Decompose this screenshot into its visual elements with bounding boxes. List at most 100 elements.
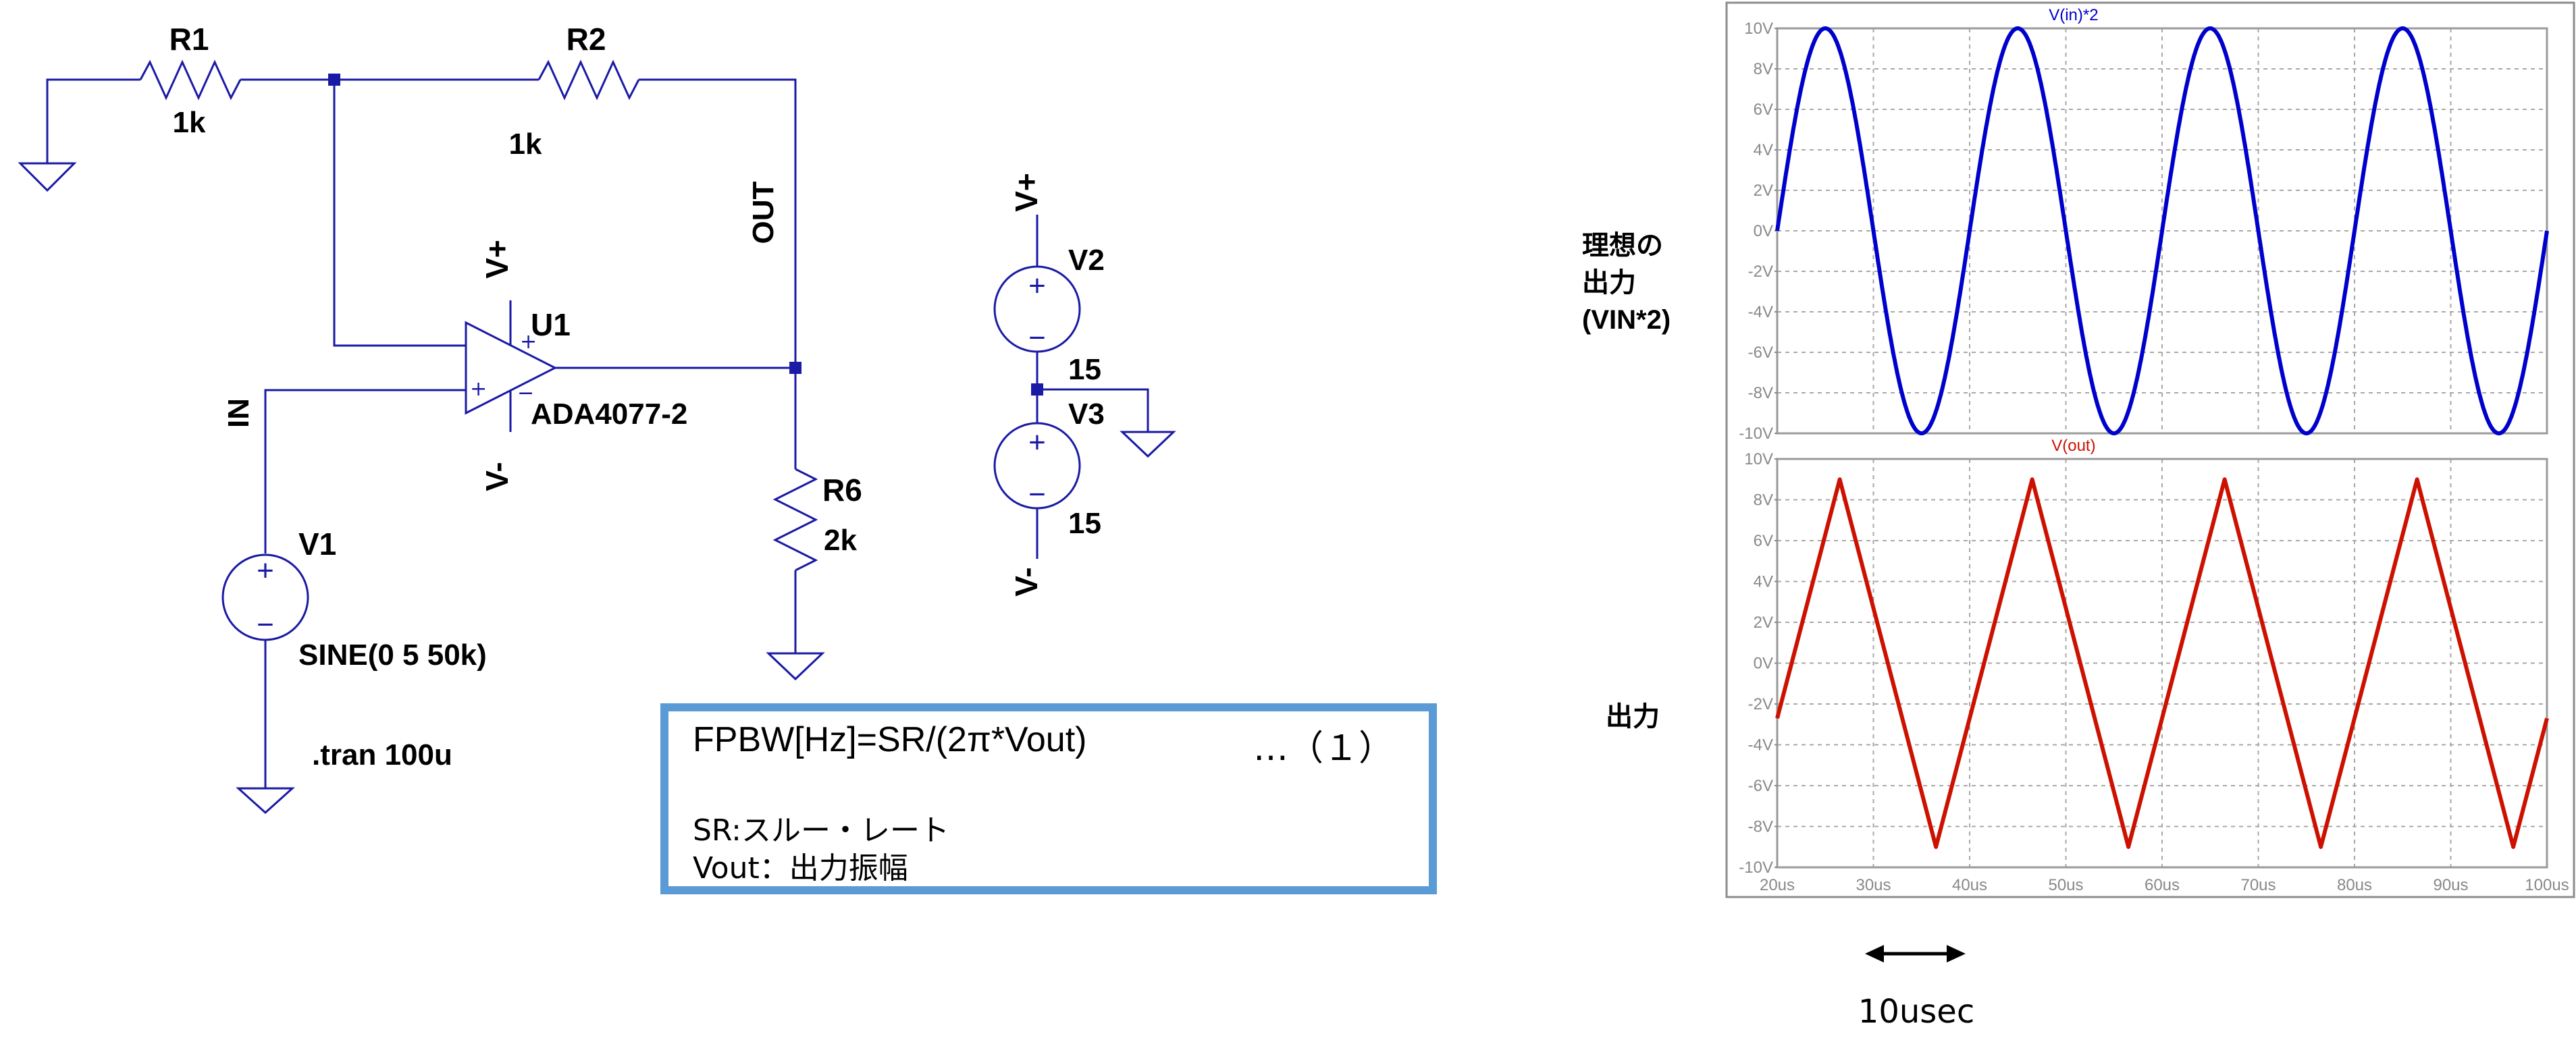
x-tick-label: 100us xyxy=(2525,876,2569,894)
svg-text:−: − xyxy=(1028,478,1046,511)
wire-in xyxy=(264,389,466,553)
u1-pin-plus-supply: + xyxy=(520,330,537,354)
net-vminus-label: V- xyxy=(1009,567,1044,596)
u1-pin-minus-supply: − xyxy=(517,381,534,405)
u1-model: ADA4077-2 xyxy=(531,398,687,431)
y-tick-label: -4V xyxy=(1748,303,1773,321)
r1-resistor xyxy=(139,59,242,101)
r2-name: R2 xyxy=(567,22,606,57)
wire-mid-gnd xyxy=(1037,388,1149,432)
chart-vin2: -10V -8V -6V -4V -2V 0V 2V 4V 6V 8V 10V V(in)*2 xyxy=(1739,6,2549,443)
equation-box: FPBW[Hz]=SR/(2π*Vout) …（１） SR:スルー・レート Vo… xyxy=(660,703,1437,894)
r6-resistor xyxy=(772,468,818,572)
r1-name: R1 xyxy=(169,22,209,57)
y-tick-label: 8V xyxy=(1754,60,1773,78)
ground-symbol xyxy=(18,162,77,192)
junction-mid xyxy=(1031,383,1043,396)
chart-vout: -10V -8V -6V -4V -2V 0V 2V 4V 6V 8V 10V 20us 30us 40u… xyxy=(1739,437,2569,894)
r6-value: 2k xyxy=(824,524,857,557)
x-tick-label: 90us xyxy=(2433,876,2468,894)
v2-name: V2 xyxy=(1068,244,1105,277)
ground-symbol xyxy=(1120,431,1176,458)
equation-title: FPBW[Hz]=SR/(2π*Vout) xyxy=(693,720,1087,759)
ideal-label-line2: 出力 xyxy=(1582,268,1636,298)
trace-vin2 xyxy=(1775,26,2549,435)
x-tick-label: 40us xyxy=(1952,876,1987,894)
y-tick-label: -2V xyxy=(1748,263,1773,281)
time-scale-indicator: 10usec xyxy=(1858,945,1974,1031)
y-tick-label: 10V xyxy=(1744,450,1773,468)
y-tick-label: 2V xyxy=(1754,182,1773,200)
y-tick-label: -8V xyxy=(1748,384,1773,402)
y-tick-label: 2V xyxy=(1754,614,1773,632)
y-tick-label: -2V xyxy=(1748,695,1773,713)
net-in-label: IN xyxy=(222,398,255,428)
y-tick-label: 4V xyxy=(1754,573,1773,591)
x-tick-label: 20us xyxy=(1760,876,1795,894)
y-tick-label: 8V xyxy=(1754,491,1773,510)
scale-label: 10usec xyxy=(1858,993,1974,1031)
y-tick-label: -8V xyxy=(1748,818,1773,836)
viewer-border xyxy=(1725,1,2575,898)
wire-feedback xyxy=(333,80,466,347)
ideal-label-line3: (VIN*2) xyxy=(1582,305,1671,335)
arrowhead-left xyxy=(1865,945,1884,962)
y-tick-label: 10V xyxy=(1744,20,1773,38)
y-tick-label: -4V xyxy=(1748,736,1773,755)
r6-name: R6 xyxy=(822,472,862,508)
ideal-label-line1: 理想の xyxy=(1582,231,1663,261)
net-vplus-label: V+ xyxy=(1009,173,1044,212)
svg-text:−: − xyxy=(1028,321,1046,354)
r2-value: 1k xyxy=(509,128,542,161)
u1-name: U1 xyxy=(531,307,571,342)
net-out-label: OUT xyxy=(747,181,780,244)
x-tick-label: 80us xyxy=(2337,876,2372,894)
r1-value: 1k xyxy=(173,106,206,139)
side-labels: 理想の 出力 (VIN*2) 出力 xyxy=(1582,231,1671,732)
y-tick-label: 0V xyxy=(1754,222,1773,240)
u1-pin-plus-in: + xyxy=(470,377,487,401)
ground-symbol xyxy=(766,652,825,681)
equation-line-vout: Vout：出力振幅 xyxy=(693,851,908,886)
svg-text:+: + xyxy=(257,554,274,587)
y-tick-label: 6V xyxy=(1754,532,1773,550)
svg-text:+: + xyxy=(1028,269,1046,302)
waveform-charts: -10V -8V -6V -4V -2V 0V 2V 4V 6V 8V 10V V(in)*2 -10… xyxy=(1725,1,2575,898)
arrowhead-right xyxy=(1947,945,1966,962)
y-tick-label: 0V xyxy=(1754,655,1773,673)
r2-resistor xyxy=(537,59,640,101)
x-tick-label: 50us xyxy=(2048,876,2083,894)
ground-symbol xyxy=(236,787,295,815)
svg-text:−: − xyxy=(257,608,274,641)
equation-line-sr: SR:スルー・レート xyxy=(693,813,949,848)
wire-r1-gnd xyxy=(46,78,140,163)
v3-value: 15 xyxy=(1068,507,1101,540)
x-tick-label: 60us xyxy=(2145,876,2180,894)
v3-name: V3 xyxy=(1068,398,1105,431)
junction-node xyxy=(328,74,340,86)
tran-directive: .tran 100u xyxy=(312,738,452,771)
output-label: 出力 xyxy=(1606,702,1660,732)
junction-out xyxy=(789,362,801,374)
schematic: + − + + − + − + − R1 1k R2 1k OU xyxy=(18,22,1176,815)
equation-ref: …（１） xyxy=(1253,728,1394,769)
y-tick-label: 6V xyxy=(1754,101,1773,119)
chart-title: V(in)*2 xyxy=(2049,6,2098,24)
trace-vout xyxy=(1775,477,2549,849)
y-tick-label: -6V xyxy=(1748,344,1773,362)
x-tick-label: 30us xyxy=(1856,876,1891,894)
y-tick-label: -6V xyxy=(1748,777,1773,795)
net-vplus-label: V+ xyxy=(479,240,515,279)
y-tick-label: -10V xyxy=(1739,859,1773,877)
v1-value: SINE(0 5 50k) xyxy=(298,639,487,672)
v1-name: V1 xyxy=(298,526,336,562)
x-tick-label: 70us xyxy=(2240,876,2276,894)
wire-r2-out xyxy=(639,78,797,368)
svg-text:+: + xyxy=(1028,426,1046,459)
v2-value: 15 xyxy=(1068,353,1101,386)
net-vminus-label: V- xyxy=(479,462,515,491)
chart-title: V(out) xyxy=(2051,437,2095,455)
y-tick-label: -10V xyxy=(1739,425,1773,443)
y-tick-label: 4V xyxy=(1754,141,1773,159)
